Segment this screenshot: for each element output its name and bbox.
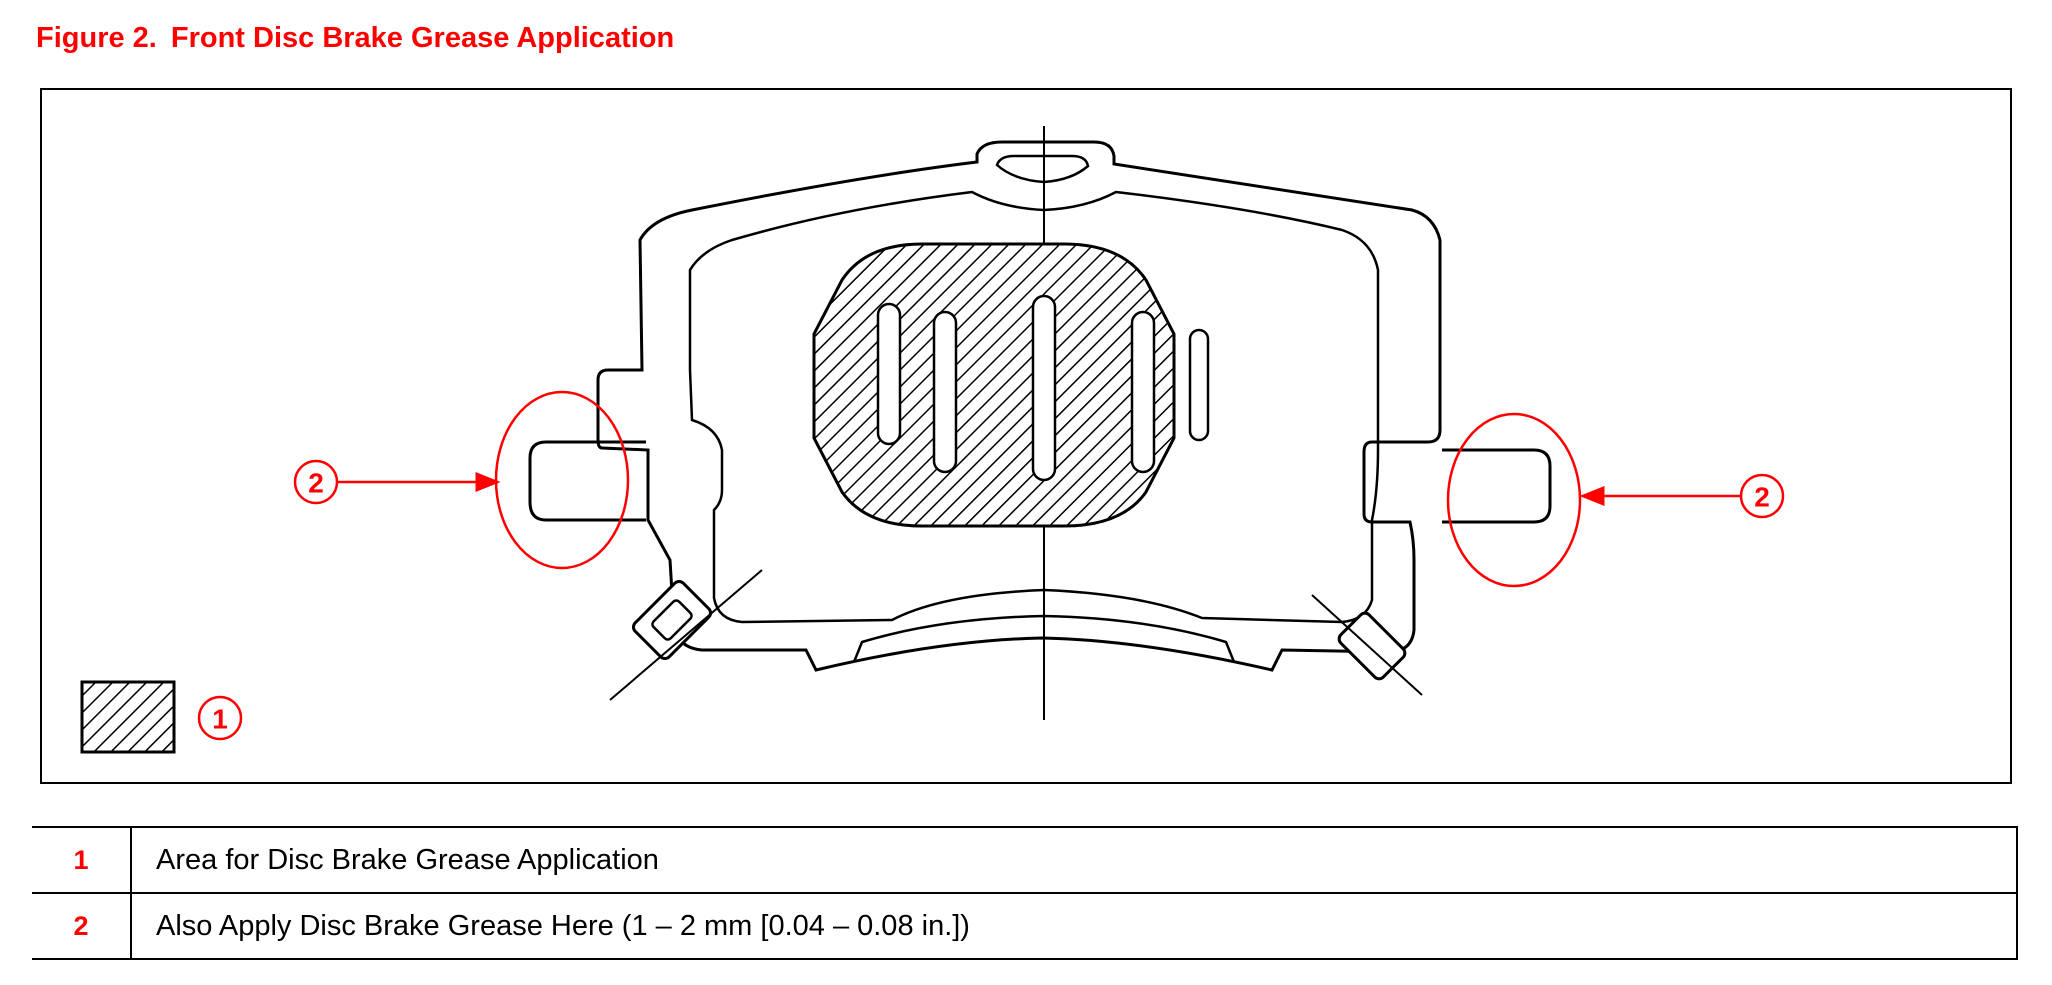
right-callout-number: 2 — [1754, 482, 1770, 513]
legend-row: 2 Also Apply Disc Brake Grease Here (1 –… — [32, 892, 2018, 960]
pad-slot-5 — [1188, 328, 1210, 442]
left-callout-circle — [293, 459, 339, 505]
figure-caption: Front Disc Brake Grease Application — [170, 22, 675, 54]
legend-swatch-callout-circle — [197, 695, 243, 741]
legend-row-text: Area for Disc Brake Grease Application — [130, 826, 2018, 894]
figure-title: Figure 2. Front Disc Brake Grease Applica… — [36, 22, 674, 55]
pad-slot-1 — [876, 302, 902, 446]
diagram-frame: 1 2 2 — [40, 88, 2012, 784]
legend-swatch — [80, 680, 176, 754]
legend-row-number: 1 — [32, 826, 132, 894]
pad-slot-2 — [932, 310, 958, 474]
right-clip-axis — [1311, 594, 1423, 696]
right-ear — [1442, 448, 1552, 524]
legend-table: 1 Area for Disc Brake Grease Application… — [32, 826, 2018, 960]
pad-slot-3 — [1031, 294, 1057, 482]
legend-row-number: 2 — [32, 892, 132, 960]
grease-area-octagon — [812, 242, 1176, 528]
left-ear — [528, 440, 646, 522]
bottom-rib — [852, 614, 1236, 663]
figure-label: Figure 2. — [36, 22, 157, 54]
top-tab — [995, 154, 1090, 184]
friction-pad-outline — [688, 190, 1380, 624]
legend-row: 1 Area for Disc Brake Grease Application — [32, 826, 2018, 894]
pad-slot-4 — [1130, 310, 1156, 474]
left-grease-ellipse — [494, 390, 630, 570]
right-clip — [1337, 611, 1407, 681]
backing-plate-outline — [596, 140, 1442, 672]
legend-row-text: Also Apply Disc Brake Grease Here (1 – 2… — [130, 892, 2018, 960]
left-clip — [631, 579, 713, 661]
legend-swatch-callout-number: 1 — [212, 704, 228, 735]
right-callout-circle — [1739, 473, 1785, 519]
left-clip-axis — [609, 569, 763, 701]
left-callout-number: 2 — [308, 468, 324, 499]
brake-pad-diagram: 1 2 2 — [80, 126, 1785, 754]
right-grease-ellipse — [1446, 412, 1582, 588]
